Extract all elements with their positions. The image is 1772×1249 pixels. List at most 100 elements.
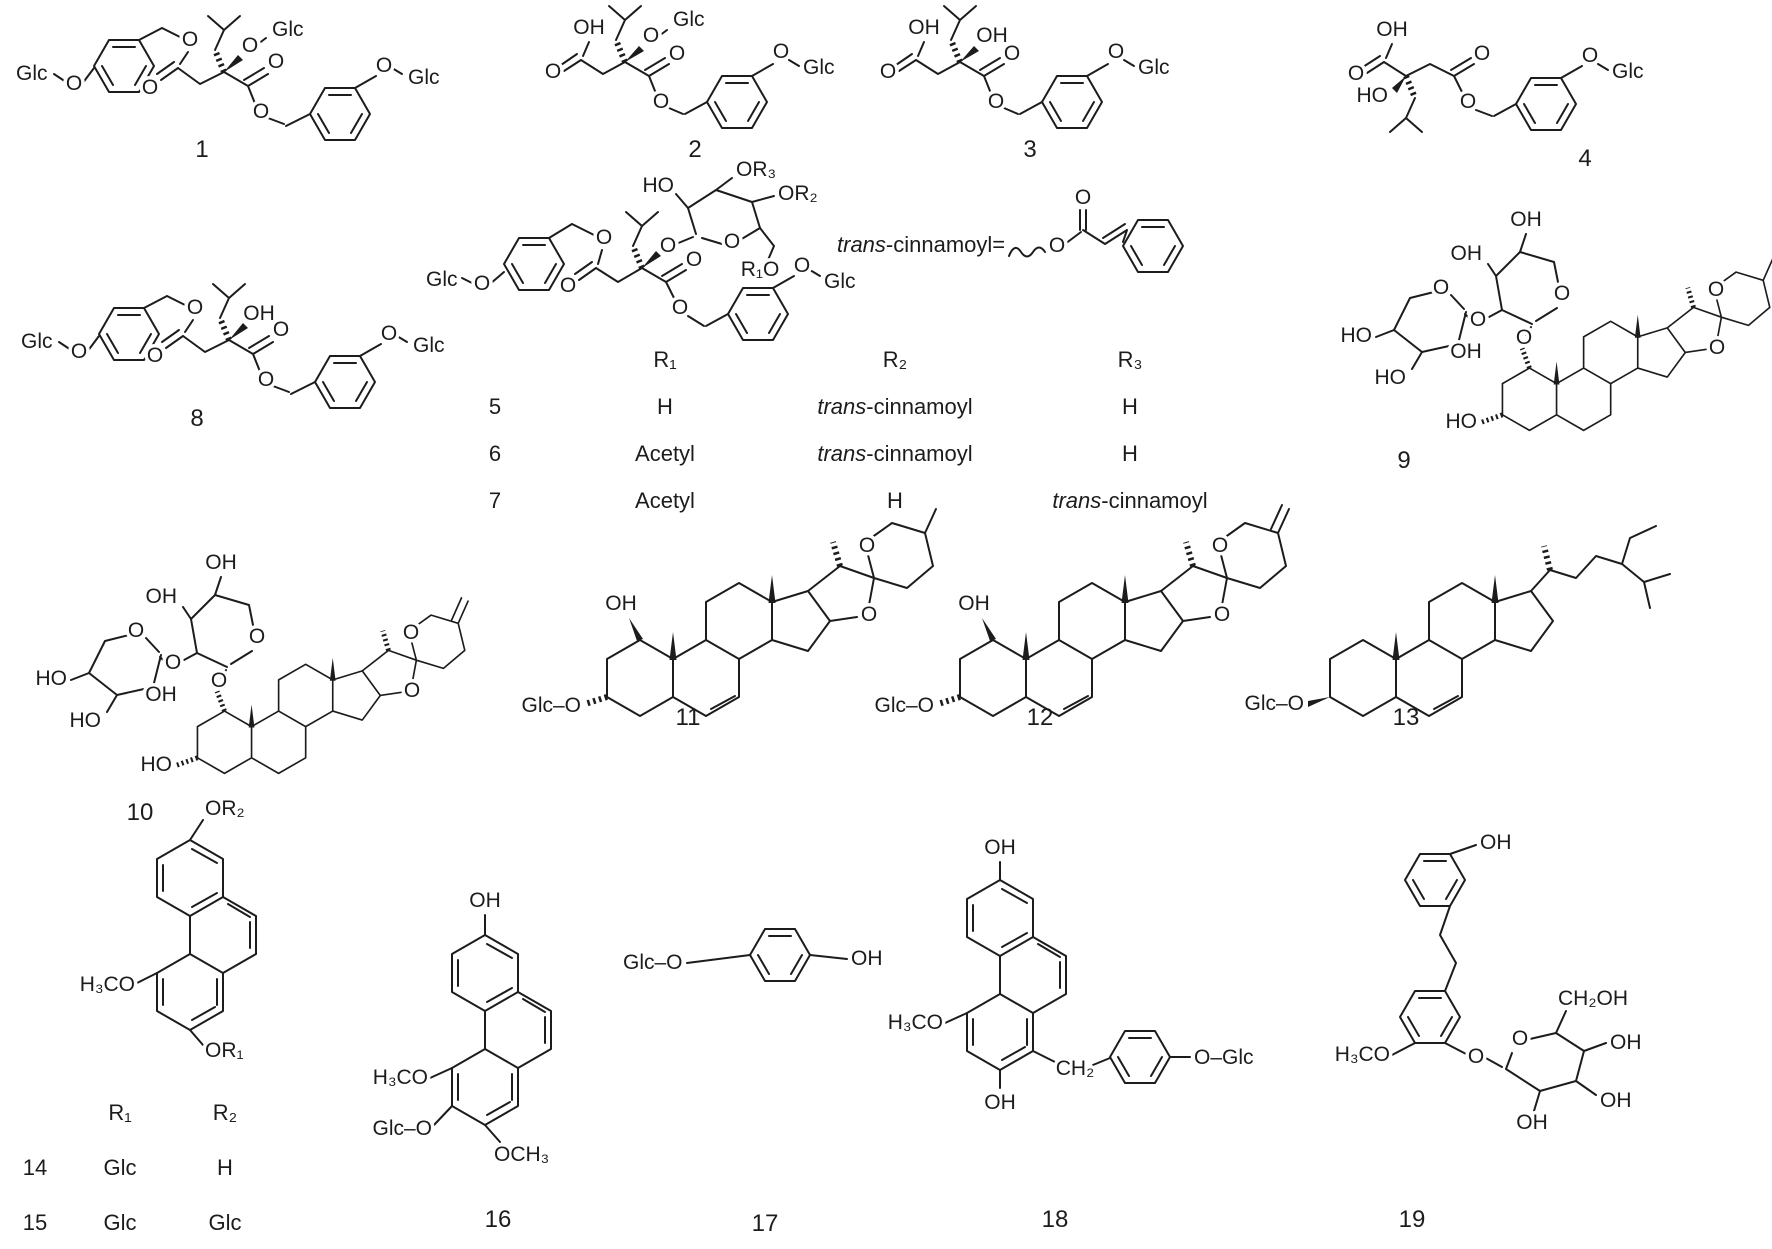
atom-label: R₁O (741, 258, 780, 281)
r-group-table-5-7: R₁ R₂ R₃ 5 H trans-cinnamoyl H 6 Acetyl … (430, 336, 1240, 524)
atom-label: OH (958, 592, 990, 615)
atom-label: Glc–O (623, 951, 683, 974)
atom-label: O (242, 34, 258, 57)
table-cell: H (1122, 393, 1138, 419)
compound-1-number: 1 (195, 136, 208, 163)
atom-label: O (1348, 62, 1364, 85)
compound-14-15-structure: OR₂ H₃CO OR₁ (76, 794, 257, 1066)
compound-2-skeleton (560, 6, 800, 129)
atom-label: HO (1446, 410, 1478, 433)
atom-label: OR₂ (778, 182, 818, 205)
atom-label: O (71, 340, 87, 363)
atom-label: O (596, 226, 612, 249)
atom-label: O (182, 28, 198, 51)
compound-5-7-skeleton (461, 177, 821, 341)
atom-label: O (258, 368, 274, 391)
compound-7-number: 7 (488, 487, 502, 513)
atom-label: O (724, 230, 740, 253)
compound-3-structure: OH O OH O O O Glc 3 (876, 2, 1173, 163)
atom-label: OH (1600, 1089, 1632, 1112)
table-cell: H (887, 487, 903, 513)
atom-label: Glc (1612, 60, 1644, 83)
table-cell: H (1122, 440, 1138, 466)
atom-label: O (1214, 603, 1230, 626)
atom-label: Glc (16, 62, 48, 85)
compound-3-skeleton (895, 6, 1135, 129)
compound-16-skeleton (429, 914, 552, 1143)
compound-17-structure: Glc–O OH 17 (620, 928, 886, 1237)
atom-label: HO (36, 667, 68, 690)
atom-label: O (669, 42, 685, 65)
atom-label: O (253, 100, 269, 123)
atom-label: H₃CO (80, 973, 135, 996)
compound-13-structure: Glc–O 13 (1241, 525, 1671, 731)
table-cell: Glc (103, 1209, 137, 1235)
compound-11-number: 11 (676, 704, 701, 731)
compound-19-skeleton (1391, 844, 1607, 1112)
atom-label: O (474, 272, 490, 295)
atom-label: HO (643, 174, 675, 197)
compound-10-skeleton (70, 576, 469, 775)
atom-label: O (1516, 326, 1532, 349)
atom-label: O (988, 90, 1004, 113)
compound-18-skeleton (944, 861, 1191, 1089)
atom-label: CH₂OH (1558, 987, 1628, 1010)
atom-label: OH (1376, 18, 1408, 41)
atom-label: OH (851, 947, 883, 970)
atom-label: O (1433, 276, 1449, 299)
compound-15-number: 15 (22, 1209, 48, 1235)
atom-label: Glc (824, 270, 856, 293)
atom-label: HO (1341, 324, 1373, 347)
atom-label: Glc (1138, 56, 1170, 79)
compound-13-skeleton: Glc–O (1241, 525, 1671, 719)
atom-label: O (187, 296, 203, 319)
compound-10-structure: OH OH O O HO HO OH O O HO O O 10 (32, 548, 469, 826)
compound-9-skeleton (1375, 233, 1772, 432)
compound-18-number: 18 (1042, 1206, 1069, 1233)
atom-label: OH (984, 836, 1016, 859)
atom-label: O (686, 248, 702, 271)
atom-label: HO (1375, 366, 1407, 389)
atom-label: O (268, 50, 284, 73)
atom-label: HO (70, 709, 102, 732)
compound-13-number: 13 (1393, 704, 1420, 731)
compound-14-15-skeleton (136, 819, 257, 1046)
compound-16-number: 16 (485, 1206, 512, 1233)
atom-label: O (1512, 1027, 1528, 1050)
table-cell: trans-cinnamoyl (817, 393, 973, 419)
compound-2-number: 2 (688, 136, 701, 163)
compound-6-number: 6 (488, 440, 502, 466)
atom-label: O (128, 619, 144, 642)
atom-label: Glc (408, 66, 440, 89)
atom-label: OCH₃ (494, 1143, 549, 1166)
table-cell: trans-cinnamoyl (1052, 487, 1208, 513)
atom-label: O (773, 40, 789, 63)
atom-label: O (147, 344, 163, 367)
table-header-r2: R₂ (212, 1099, 238, 1125)
atom-label: OH (146, 585, 178, 608)
atom-label: CH₂ (1056, 1057, 1094, 1080)
atom-label: O (560, 274, 576, 297)
atom-label: O (1582, 44, 1598, 67)
atom-label: O (66, 72, 82, 95)
atom-label: OH (145, 683, 177, 706)
compound-9-structure: OH OH O O HO HO OH O O HO O O 9 (1337, 205, 1772, 474)
atom-label: Glc (272, 18, 304, 41)
table-cell: H (657, 393, 673, 419)
compound-3-number: 3 (1023, 136, 1036, 163)
compound-17-skeleton (686, 928, 848, 982)
compound-8-number: 8 (190, 405, 203, 432)
compound-10-number: 10 (127, 799, 154, 826)
atom-label: Glc–O (521, 694, 581, 717)
atom-label: OH (1450, 340, 1482, 363)
atom-label: O (381, 322, 397, 345)
atom-label: OH (1480, 831, 1512, 854)
compound-4-skeleton (1362, 43, 1609, 132)
atom-label: O (1709, 336, 1725, 359)
atom-label: O (142, 76, 158, 99)
atom-label: Glc–O (1244, 692, 1304, 715)
atom-label: H₃CO (888, 1011, 943, 1034)
compound-5-7-structure: Glc O O O HO OR₃ OR₂ O R₁O O O O O Glc (423, 155, 859, 341)
atom-label: Glc–O (372, 1117, 432, 1140)
